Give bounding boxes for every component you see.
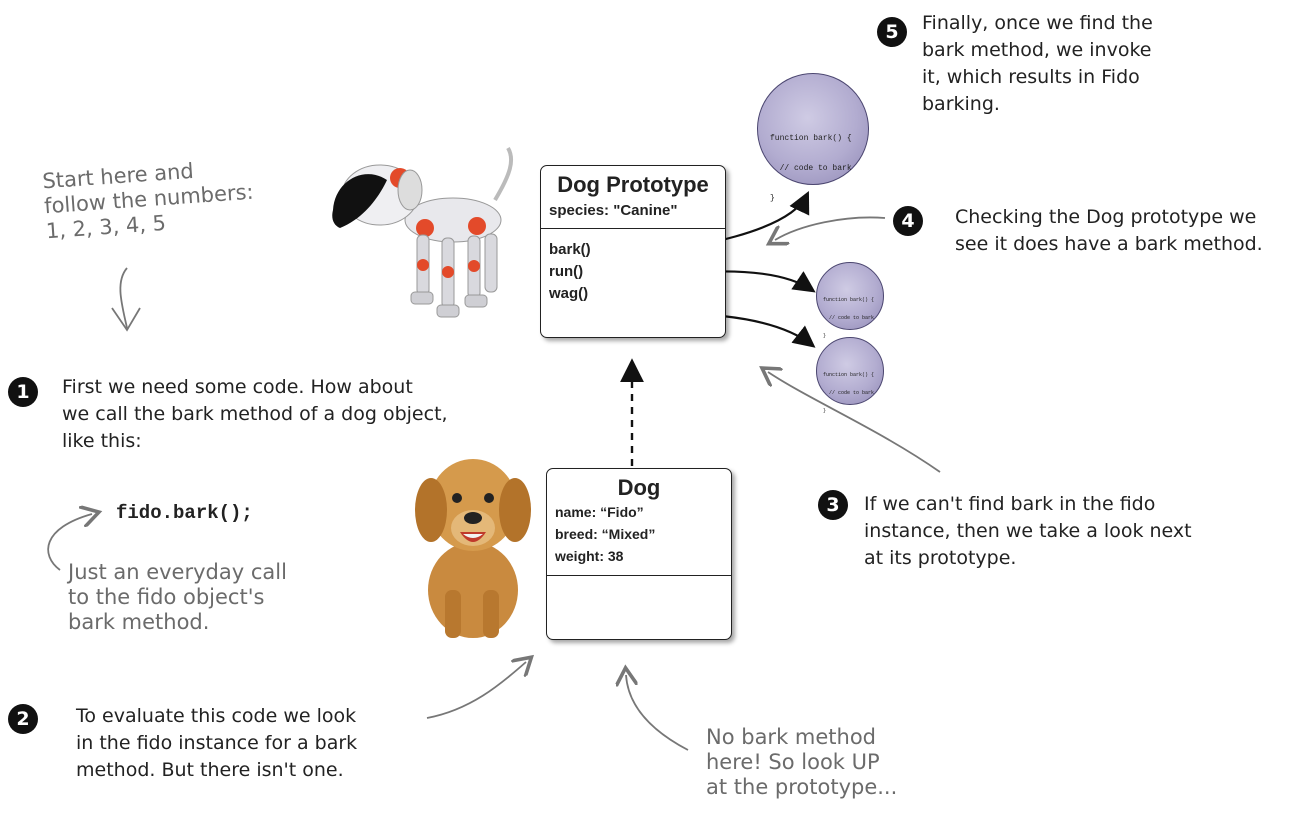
step-3-line: at its prototype. [864, 547, 1017, 569]
step-5-line: bark method, we invoke [922, 39, 1152, 61]
bubble-code-line: function bark() { [770, 134, 852, 143]
step-2-text: To evaluate this code we look in the fid… [76, 703, 406, 784]
no-bark-arrow [626, 675, 689, 751]
bubble-code-line: // code to bark [770, 164, 852, 173]
note-start: Start here and follow the numbers: 1, 2,… [42, 155, 256, 244]
step-1-line: First we need some code. How about [62, 376, 413, 398]
step-2-line: in the fido instance for a bark [76, 732, 358, 754]
run-function-bubble: function bark() { // code to bark } [816, 262, 884, 339]
step-2-line: To evaluate this code we look [76, 705, 357, 727]
everyday-arrow [47, 514, 92, 571]
note-everyday: Just an everyday call to the fido object… [68, 560, 287, 635]
note-no-bark-line: here! So look UP [706, 750, 880, 774]
step-2-badge: 2 [8, 704, 38, 734]
step-4-badge: 4 [893, 206, 923, 236]
step-4-text: Checking the Dog prototype we see it doe… [955, 204, 1310, 258]
step-5-badge: 5 [877, 17, 907, 47]
fido-dog-illustration [415, 459, 531, 638]
step3-arrow [768, 372, 941, 473]
bubble-code: function bark() { // code to bark } [770, 114, 852, 224]
note-everyday-line: Just an everyday call [68, 560, 287, 584]
step4-arrow [775, 216, 886, 240]
step-4-line: Checking the Dog prototype we [955, 206, 1257, 228]
step-5-line: barking. [922, 93, 1000, 115]
step-1-line: we call the bark method of a dog object, [62, 403, 448, 425]
step-5-line: Finally, once we find the [922, 12, 1153, 34]
dog-prototype-box: Dog Prototype species: "Canine" bark() r… [540, 165, 726, 338]
wag-function-bubble: function bark() { // code to bark } [816, 337, 884, 414]
bubble-code-line: } [823, 408, 827, 414]
step-4-line: see it does have a bark method. [955, 233, 1263, 255]
prototype-title: Dog Prototype [557, 172, 709, 197]
bubble-code-line: } [823, 333, 827, 339]
bubble-code-line: } [770, 194, 775, 203]
step-3-line: instance, then we take a look next [864, 520, 1192, 542]
prototype-property: species: "Canine" [549, 202, 678, 219]
instance-property: name: “Fido” [555, 504, 644, 520]
prototype-method-bark: bark() [549, 241, 591, 258]
robot-dog-illustration [332, 146, 514, 318]
instance-divider [547, 575, 731, 576]
step-2-line: method. But there isn't one. [76, 759, 344, 781]
note-everyday-line: bark method. [68, 610, 210, 634]
note-no-bark: No bark method here! So look UP at the p… [706, 725, 897, 800]
note-everyday-line: to the fido object's [68, 585, 265, 609]
step-1-text: First we need some code. How about we ca… [62, 374, 512, 455]
bubble-code-line: function bark() { [823, 297, 875, 303]
bubble-code-line: // code to bark [823, 390, 875, 396]
step-3-text: If we can't find bark in the fido instan… [864, 491, 1234, 572]
instance-property: weight: 38 [555, 548, 624, 564]
step-3-line: If we can't find bark in the fido [864, 493, 1156, 515]
bubble-code: function bark() { // code to bark } [823, 285, 874, 351]
bubble-code: function bark() { // code to bark } [823, 360, 874, 426]
note-no-bark-line: No bark method [706, 725, 876, 749]
step-3-badge: 3 [818, 490, 848, 520]
step-1-badge: 1 [8, 377, 38, 407]
start-arrow [119, 267, 128, 329]
bubble-code-line: function bark() { [823, 372, 875, 378]
note-no-bark-line: at the prototype... [706, 775, 898, 799]
instance-title: Dog [617, 475, 661, 500]
step-5-text: Finally, once we find the bark method, w… [922, 10, 1222, 118]
bubble-code-line: // code to bark [823, 315, 875, 321]
prototype-divider [541, 228, 725, 229]
step-1-line: like this: [62, 430, 142, 452]
prototype-method-wag: wag() [549, 285, 589, 302]
bark-function-bubble: function bark() { // code to bark } [757, 73, 869, 203]
code-call: fido.bark(); [116, 502, 253, 524]
step2-arrow [426, 662, 526, 719]
instance-property: breed: “Mixed” [555, 526, 656, 542]
dog-instance-box: Dog name: “Fido” breed: “Mixed” weight: … [546, 468, 732, 640]
prototype-method-run: run() [549, 263, 584, 280]
step-5-line: it, which results in Fido [922, 66, 1140, 88]
